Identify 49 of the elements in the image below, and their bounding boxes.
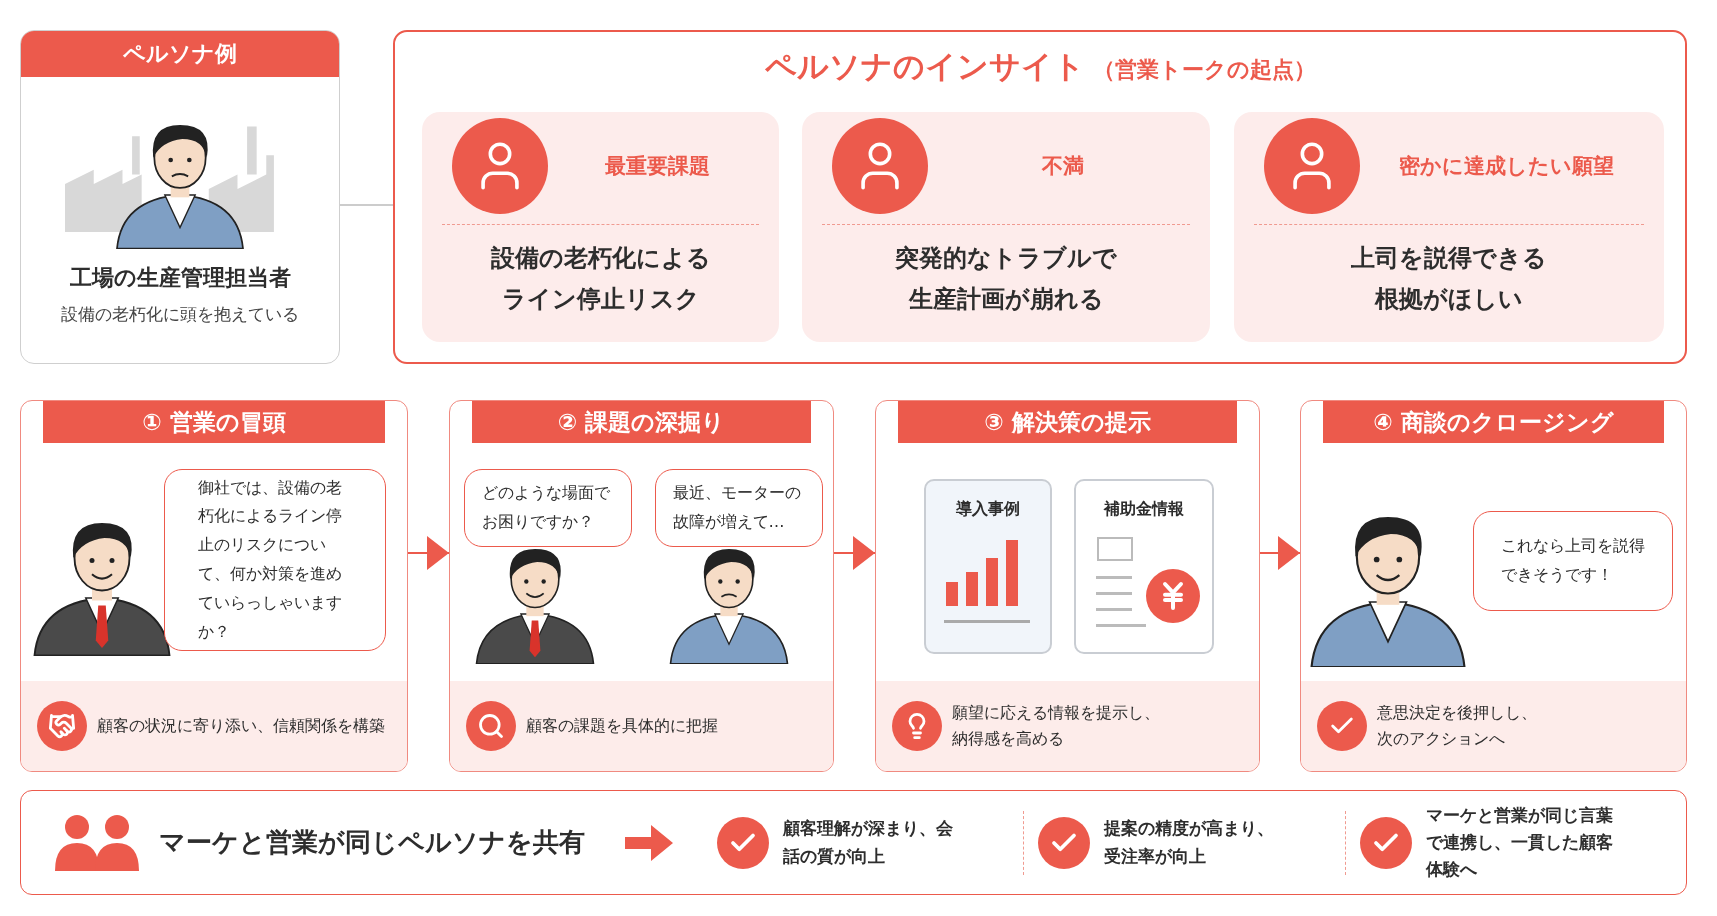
step-card [20, 400, 408, 772]
insight-heading: 密かに達成したい願望 [1397, 153, 1615, 180]
arrow [833, 536, 876, 570]
arrow [1259, 536, 1301, 570]
speech-text: 最近、モーターの故障が増えて… [672, 482, 802, 533]
step-card [449, 400, 834, 772]
speech-text: 御社では、設備の老朽化によるライン停止のリスクについて、何か対策を進めていらっしゃいますか？ [198, 476, 344, 643]
insight-text: 設備の老朽化によるライン停止リスク [489, 243, 712, 315]
speech-bubble [1473, 511, 1673, 611]
result-text: 顧客理解が深まり、会話の質が向上 [783, 817, 954, 868]
step-header: ① 営業の冒頭 [43, 401, 385, 443]
speech-text: これなら上司を説得できそうです！ [1501, 535, 1645, 586]
step-summary: 意思決定を後押しし、次のアクションへ [1377, 701, 1538, 750]
step-header: ④ 商談のクロージング [1323, 401, 1664, 443]
step-header: ② 課題の深掘り [472, 401, 811, 443]
persona-card [20, 30, 340, 364]
persona-title: 工場の生産管理担当者 [69, 264, 291, 292]
step-summary: 顧客の状況に寄り添い、信頼関係を構築 [97, 714, 385, 737]
insight-card [802, 112, 1210, 342]
panel-title: ペルソナのインサイト [764, 47, 1085, 86]
band-title: マーケと営業が同じペルソナを共有 [159, 826, 585, 859]
speech-bubble [655, 469, 823, 547]
insight-card [422, 112, 779, 342]
document-title: 導入事例 [955, 499, 1021, 520]
card-header: ペルソナ例 [21, 31, 339, 77]
document-title: 補助金情報 [1102, 499, 1185, 520]
speech-text: どのような場面でお困りですか？ [481, 482, 611, 533]
step-card [875, 400, 1260, 772]
arrow [407, 536, 450, 570]
insight-panel [393, 30, 1687, 364]
insight-heading: 最重要課題 [604, 153, 711, 180]
panel-subtitle: （営業トークの起点） [1092, 56, 1316, 84]
persona-description: 設備の老朽化に頭を抱えている [61, 303, 299, 326]
speech-bubble [464, 469, 632, 547]
result-text: マーケと営業が同じ言葉で連携し、一貫した顧客体験へ [1425, 803, 1614, 882]
step-summary: 願望に応える情報を提示し、納得感を高める [952, 701, 1161, 750]
step-header: ③ 解決策の提示 [898, 401, 1237, 443]
document-card [1074, 479, 1214, 654]
insight-heading: 不満 [1041, 153, 1085, 180]
connector-line [339, 204, 394, 206]
insight-text: 突発的なトラブルで生産計画が崩れる [894, 243, 1118, 315]
insight-text: 上司を説得できる根拠がほしい [1350, 243, 1548, 315]
step-card [1300, 400, 1687, 772]
step-summary: 顧客の課題を具体的に把握 [526, 714, 718, 737]
insight-card [1234, 112, 1664, 342]
result-text: 提案の精度が高まり、受注率が向上 [1104, 817, 1276, 868]
speech-bubble [164, 469, 386, 651]
summary-band [20, 790, 1687, 895]
document-card [924, 479, 1052, 654]
